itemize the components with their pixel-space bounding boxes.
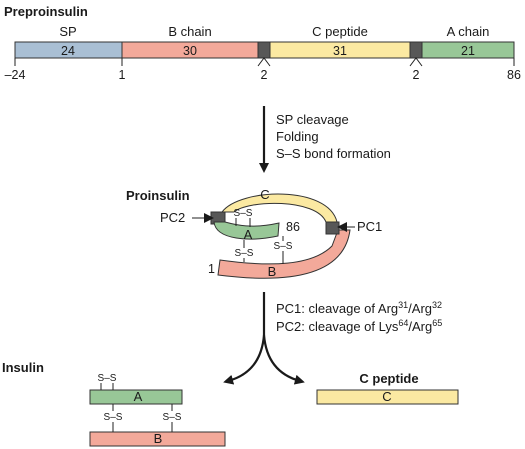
free-c-peptide-label: C bbox=[382, 389, 391, 404]
insulin-ss-intra-a: S–S bbox=[98, 373, 117, 384]
c-peptide-name: C peptide bbox=[312, 24, 368, 39]
proinsulin-b-label: B bbox=[268, 264, 277, 279]
cleavage-caret-1 bbox=[257, 57, 271, 67]
step1-sp-cleavage: SP cleavage bbox=[276, 112, 349, 127]
proinsulin-b-chain bbox=[217, 229, 351, 279]
proinsulin-start-1: 1 bbox=[208, 262, 215, 276]
c-peptide-count: 31 bbox=[333, 44, 347, 58]
preproinsulin-bar bbox=[14, 41, 515, 59]
b-chain-name: B chain bbox=[168, 24, 211, 39]
position-86: 86 bbox=[507, 68, 521, 82]
c-peptide-title: C peptide bbox=[359, 371, 418, 386]
a-chain-segment bbox=[421, 41, 515, 59]
proinsulin-ss-intra-a: S–S bbox=[234, 208, 253, 219]
step2-pc2-cleavage: PC2: cleavage of Lys64/Arg65 bbox=[276, 318, 442, 334]
insulin-a-label: A bbox=[134, 389, 143, 404]
proinsulin-a-label: A bbox=[244, 227, 253, 242]
insulin-b-label: B bbox=[154, 431, 163, 446]
step2-pc1-cleavage: PC1: cleavage of Arg31/Arg32 bbox=[276, 300, 442, 316]
sp-name: SP bbox=[59, 24, 76, 39]
proinsulin-ss-ab-2: S–S bbox=[274, 241, 293, 252]
sp-count: 24 bbox=[61, 44, 75, 58]
position-1: 1 bbox=[119, 68, 126, 82]
free-c-peptide bbox=[316, 389, 459, 405]
insulin-ss-ab-1: S–S bbox=[104, 412, 123, 423]
proinsulin-c-label: C bbox=[260, 187, 269, 202]
a-chain-count: 21 bbox=[461, 44, 475, 58]
preproinsulin-title: Preproinsulin bbox=[4, 4, 88, 19]
proinsulin-pc1-site bbox=[325, 221, 340, 235]
proinsulin-title: Proinsulin bbox=[126, 188, 190, 203]
position-2-second: 2 bbox=[413, 68, 420, 82]
proinsulin-end-86: 86 bbox=[286, 220, 300, 234]
insulin-b-chain bbox=[89, 431, 226, 447]
cleavage-site-1 bbox=[257, 41, 271, 59]
insulin-title: Insulin bbox=[2, 360, 44, 375]
a-chain-name: A chain bbox=[447, 24, 490, 39]
insulin-a-chain bbox=[89, 389, 183, 405]
insulin-ss-ab-2: S–S bbox=[163, 412, 182, 423]
arrow-step2-left bbox=[223, 334, 266, 385]
proinsulin-ss-ab-1: S–S bbox=[235, 248, 254, 259]
arrow-step2-right bbox=[262, 334, 305, 385]
step1-folding: Folding bbox=[276, 129, 319, 144]
step1-ss-bond: S–S bond formation bbox=[276, 146, 391, 161]
proinsulin-pc1-label: PC1 bbox=[357, 219, 382, 234]
b-chain-count: 30 bbox=[183, 44, 197, 58]
proinsulin-pc2-label: PC2 bbox=[160, 210, 185, 225]
position-2-first: 2 bbox=[261, 68, 268, 82]
cleavage-site-2 bbox=[409, 41, 423, 59]
cleavage-caret-2 bbox=[409, 57, 423, 67]
proinsulin-a-chain bbox=[213, 221, 280, 240]
position-minus-24: –24 bbox=[5, 68, 26, 82]
